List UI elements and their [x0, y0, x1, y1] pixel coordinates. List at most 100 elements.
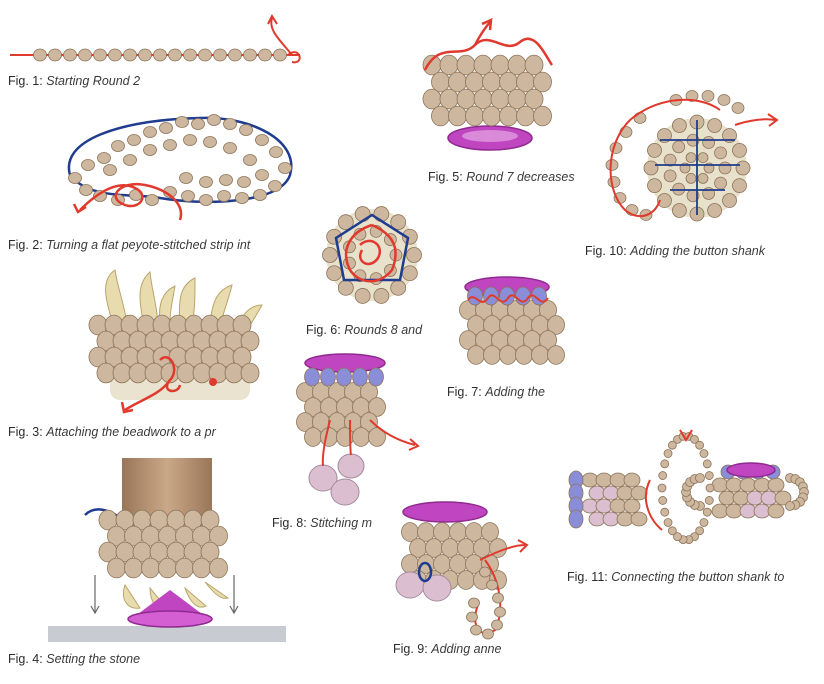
- bead: [143, 126, 157, 138]
- fig7-number: Fig. 7:: [447, 385, 482, 399]
- bead: [232, 314, 252, 336]
- bead: [243, 48, 257, 62]
- bead: [663, 449, 673, 458]
- bead: [695, 473, 705, 483]
- fig6-caption: Fig. 6: Rounds 8 and: [306, 323, 422, 337]
- bead: [667, 440, 677, 450]
- bead: [685, 90, 699, 102]
- bead: [143, 144, 157, 156]
- fig9-beads: [401, 522, 507, 590]
- fig10-number: Fig. 10:: [585, 244, 627, 258]
- bead: [732, 142, 747, 158]
- bead: [647, 142, 662, 158]
- bead: [93, 48, 107, 62]
- bead: [199, 176, 213, 188]
- bead: [207, 114, 221, 126]
- bead: [255, 169, 269, 181]
- bead: [697, 172, 709, 184]
- bead: [336, 367, 352, 387]
- bead: [304, 367, 320, 387]
- fig4-arrows: [90, 575, 239, 615]
- fig4-beads: [98, 509, 228, 579]
- bead: [647, 178, 662, 194]
- bead: [228, 48, 242, 62]
- bead: [533, 71, 552, 93]
- bead: [273, 48, 287, 62]
- bead: [199, 194, 213, 206]
- bead: [722, 128, 737, 143]
- bead: [671, 203, 687, 218]
- bead: [123, 48, 137, 62]
- bead: [702, 459, 712, 469]
- bead: [352, 367, 368, 387]
- bead: [127, 134, 141, 146]
- bead: [320, 367, 336, 387]
- fig7-beads: [459, 286, 565, 365]
- fig2-caption: Fig. 2: Turning a flat peyote-stitched s…: [8, 238, 250, 252]
- bead: [108, 48, 122, 62]
- fig11-caption: Fig. 11: Connecting the button shank to: [567, 570, 784, 584]
- bead: [547, 345, 565, 365]
- bead: [470, 624, 482, 636]
- bead: [153, 48, 167, 62]
- bead: [390, 214, 407, 231]
- bead: [354, 288, 371, 304]
- bead: [103, 164, 117, 176]
- bead: [547, 315, 565, 335]
- bead: [717, 94, 731, 106]
- bead: [326, 228, 343, 245]
- bead: [81, 159, 95, 171]
- bead: [223, 142, 237, 154]
- bead: [704, 471, 714, 480]
- bead: [240, 362, 260, 384]
- bead: [660, 507, 670, 517]
- bead: [48, 48, 62, 62]
- bead: [183, 48, 197, 62]
- bead: [707, 203, 723, 218]
- fig5-caption-text: Round 7 decreases: [466, 170, 575, 184]
- bead: [217, 190, 231, 202]
- bead: [368, 427, 386, 447]
- fig11-shank-beads: [657, 431, 809, 545]
- fig9-pearls: [395, 571, 452, 602]
- bead: [767, 503, 785, 519]
- bead: [368, 367, 384, 387]
- fig2-beads: [68, 114, 292, 206]
- bead: [705, 483, 715, 493]
- bead: [255, 134, 269, 146]
- bead: [203, 136, 217, 148]
- fig4-caption-text: Setting the stone: [46, 652, 141, 666]
- fig9-number: Fig. 9:: [393, 642, 428, 656]
- bead: [657, 483, 667, 493]
- bead: [695, 440, 705, 450]
- bead: [209, 525, 228, 547]
- bead: [200, 509, 220, 531]
- fig4-number: Fig. 4:: [8, 652, 43, 666]
- bead: [630, 485, 648, 501]
- fig8-caption: Fig. 8: Stitching m: [272, 516, 372, 530]
- bead: [269, 146, 283, 158]
- bead: [466, 611, 478, 623]
- bead: [163, 139, 177, 151]
- bead: [663, 153, 677, 167]
- fig1-caption: Fig. 1: Starting Round 2: [8, 74, 140, 88]
- fig1-caption-text: Starting Round 2: [46, 74, 141, 88]
- bead: [253, 189, 267, 201]
- fig11-stone: [726, 462, 776, 478]
- bead: [235, 192, 249, 204]
- bead: [722, 193, 737, 208]
- bead: [200, 541, 220, 563]
- bead: [479, 566, 491, 578]
- bead: [663, 169, 677, 183]
- bead: [159, 122, 173, 134]
- bead: [360, 382, 378, 402]
- bead: [658, 471, 668, 480]
- bead: [138, 48, 152, 62]
- bead: [623, 498, 641, 514]
- fig8-number: Fig. 8:: [272, 516, 307, 530]
- bead: [239, 124, 253, 136]
- bead: [360, 412, 378, 432]
